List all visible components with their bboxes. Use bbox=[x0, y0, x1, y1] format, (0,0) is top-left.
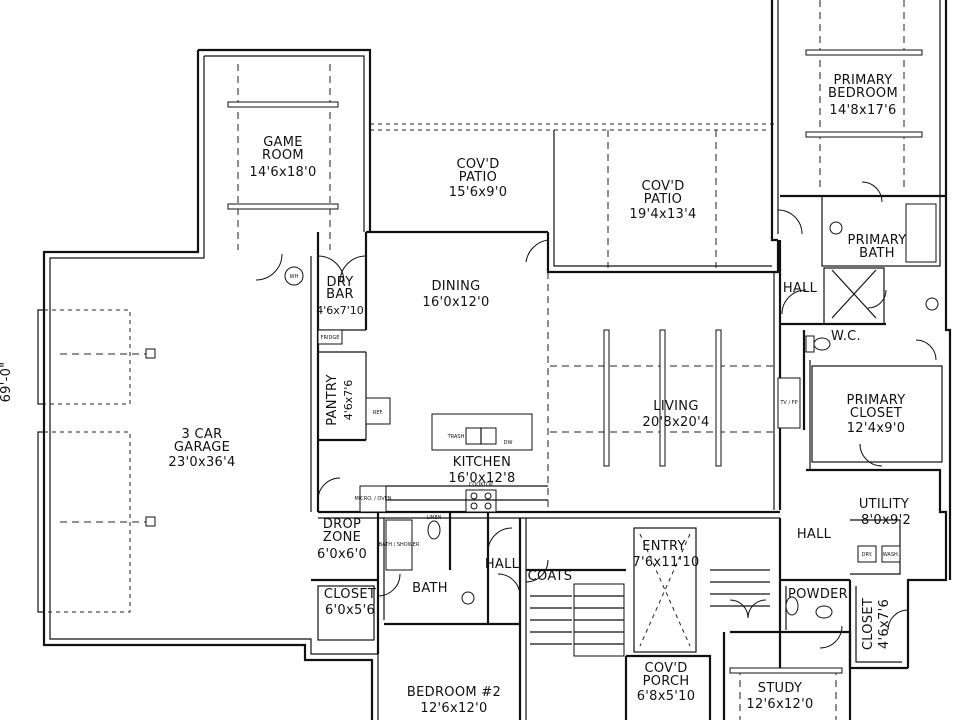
dining-size: 16'0x12'0 bbox=[422, 295, 489, 310]
overall-dimension: 69'-0" bbox=[0, 362, 14, 403]
stairs bbox=[530, 533, 770, 657]
doors bbox=[255, 181, 937, 649]
dw-label: DW bbox=[504, 440, 513, 446]
covd-patio-2-size: 19'4x13'4 bbox=[629, 207, 696, 222]
trash-label: TRASH bbox=[447, 434, 465, 440]
garage-size: 23'0x36'4 bbox=[168, 455, 235, 470]
utility-size: 8'0x9'2 bbox=[861, 513, 911, 528]
drop-zone-size: 6'0x6'0 bbox=[317, 547, 367, 562]
pantry-name: PANTRY bbox=[325, 374, 340, 426]
fixture-labels: WH FRIDGE MICRO. / OVEN COOKTOP TRASH DW… bbox=[290, 274, 900, 558]
closet-2-name: CLOSET bbox=[861, 598, 876, 650]
closet-1-size: 6'0x5'6 bbox=[325, 603, 375, 618]
cooktop-label: COOKTOP bbox=[469, 482, 493, 488]
beams bbox=[60, 0, 923, 720]
ref-label: REF. bbox=[373, 410, 384, 416]
powder-name: POWDER bbox=[788, 587, 848, 602]
tv-label: TV / FP bbox=[779, 400, 797, 406]
linen-label: LINEN bbox=[427, 515, 442, 521]
cooktop bbox=[465, 489, 497, 513]
entry-size: 7'6x11'10 bbox=[632, 555, 699, 570]
kitchen-size: 16'0x12'8 bbox=[448, 471, 515, 486]
utility-name: UTILITY bbox=[859, 497, 909, 512]
walls bbox=[42, 0, 952, 720]
closet-1-name: CLOSET bbox=[324, 587, 376, 602]
hall-3-name: HALL bbox=[485, 557, 520, 572]
coats-name: COATS bbox=[528, 569, 573, 584]
living-name: LIVING bbox=[653, 399, 698, 414]
dry-label: DRY. bbox=[862, 552, 873, 558]
hall-1-name: HALL bbox=[783, 281, 818, 296]
study-size: 12'6x12'0 bbox=[746, 697, 813, 712]
hall-2-name: HALL bbox=[797, 527, 832, 542]
water-heater bbox=[284, 266, 304, 286]
wash-label: WASH. bbox=[883, 552, 900, 558]
fridge-label: FRIDGE bbox=[321, 335, 340, 341]
wc-name: W.C. bbox=[831, 329, 861, 344]
covd-porch-size: 6'8x5'10 bbox=[637, 689, 696, 704]
micro-oven-label: MICRO. / OVEN bbox=[354, 496, 391, 502]
micro-oven bbox=[359, 485, 387, 513]
dry-bar-size: 4'6x7'10 bbox=[316, 304, 364, 317]
primary-closet-size: 12'4x9'0 bbox=[847, 421, 906, 436]
primary-bedroom-size: 14'8x17'6 bbox=[829, 103, 896, 118]
bedroom-2-size: 12'6x12'0 bbox=[420, 701, 487, 716]
dining-name: DINING bbox=[431, 279, 480, 294]
closet-2-size: 4'6x7'6 bbox=[877, 599, 892, 649]
fixtures bbox=[284, 203, 939, 619]
covd-patio-1-size: 15'6x9'0 bbox=[449, 185, 508, 200]
bedroom-2-name: BEDROOM #2 bbox=[407, 685, 501, 700]
kitchen-name: KITCHEN bbox=[453, 455, 511, 470]
bath-shower-label: BATH / SHOWER bbox=[379, 542, 420, 548]
study-name: STUDY bbox=[758, 681, 802, 696]
wh-label: WH bbox=[290, 274, 299, 280]
garage-doors bbox=[37, 309, 131, 613]
pantry-size: 4'6x7'6 bbox=[342, 380, 355, 421]
entry-name: ENTRY bbox=[642, 539, 686, 554]
game-room-size: 14'6x18'0 bbox=[249, 165, 316, 180]
living-size: 20'8x20'4 bbox=[642, 415, 709, 430]
bath-name: BATH bbox=[412, 581, 448, 596]
